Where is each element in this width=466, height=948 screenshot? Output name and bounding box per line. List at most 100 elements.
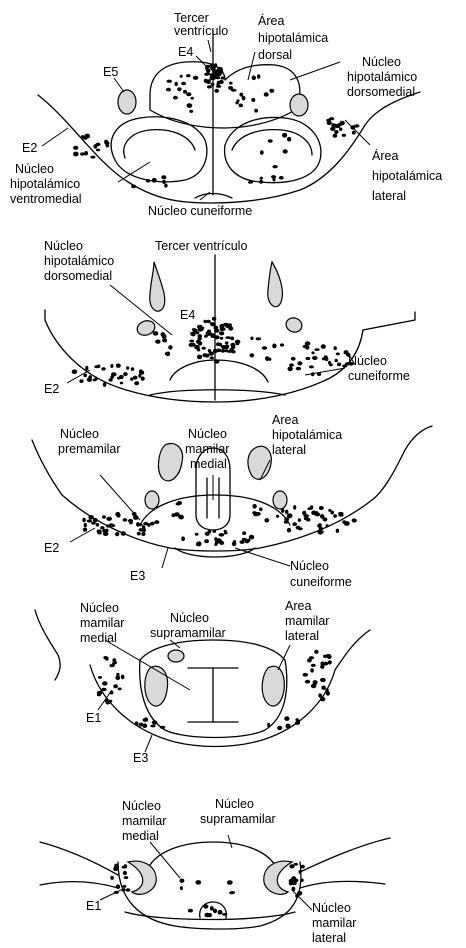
cell-dot: [211, 83, 215, 87]
cell-dot: [192, 328, 196, 331]
cell-dot: [129, 520, 133, 524]
cell-dot: [303, 673, 309, 677]
cell-dot: [218, 910, 223, 915]
cell-dot: [104, 140, 108, 144]
cell-dot: [203, 320, 207, 323]
cell-dot: [262, 346, 267, 350]
cell-dot: [116, 513, 120, 517]
cell-dot: [160, 726, 166, 729]
cell-dot: [189, 343, 193, 347]
cell-dot: [208, 913, 212, 917]
cell-dot: [90, 156, 95, 159]
p2-label-nucleo-cuneiforme: Núcleo cuneiforme: [348, 354, 410, 383]
cell-dot: [333, 134, 338, 138]
cell-dot: [133, 376, 138, 380]
cell-dot: [295, 721, 300, 725]
cell-dot: [306, 518, 310, 522]
cell-dot: [214, 335, 220, 339]
cell-dot: [222, 345, 226, 349]
cell-dot: [311, 684, 317, 688]
cell-dot: [116, 364, 121, 368]
p5-leader-supramamilar: [228, 835, 232, 848]
cell-dot: [94, 365, 100, 368]
cell-dot: [311, 351, 314, 354]
cell-dot: [106, 517, 112, 521]
cell-dot: [154, 520, 159, 524]
cell-dot: [354, 124, 360, 127]
cell-dot: [121, 889, 125, 892]
cell-dot: [138, 723, 143, 727]
p2-grey-left-tear: [150, 262, 165, 311]
cell-dot: [260, 150, 264, 155]
cell-dot: [268, 139, 273, 142]
cell-dot: [88, 515, 93, 520]
cell-dot: [305, 680, 310, 684]
cell-dot: [101, 688, 106, 692]
cell-dot: [290, 880, 295, 884]
cell-dot: [250, 337, 253, 341]
p1-e5-grey-left: [118, 90, 136, 114]
cell-dot: [229, 891, 234, 894]
p1-label-nucleo-dorsomedial: Núcleo hipotalámico dorsomedial: [347, 55, 421, 99]
cell-dot: [216, 85, 222, 88]
cell-dot: [297, 361, 302, 365]
cell-dot: [122, 866, 127, 869]
p2-grey-right-tear: [268, 262, 283, 307]
p3-leader-e2: [70, 528, 95, 542]
cell-dot: [242, 96, 246, 101]
cell-dot: [284, 716, 289, 721]
cell-dot: [229, 82, 233, 85]
p2-label-e2: E2: [44, 382, 59, 396]
cell-dot: [175, 82, 178, 86]
cell-dot: [213, 530, 217, 533]
cell-dot: [123, 372, 128, 376]
cell-dot: [305, 345, 309, 349]
cell-dot: [189, 340, 194, 343]
cell-dot: [150, 522, 154, 526]
p1-leader-e5: [114, 78, 124, 92]
cell-dot: [116, 884, 120, 889]
cell-dot: [342, 520, 346, 523]
cell-dot: [300, 879, 303, 882]
p5-label-nucleo-supramamilar: Núcleo supramamilar: [200, 797, 276, 826]
p1-label-area-hipotalamica-dorsal: Área hipotalámica dorsal: [258, 13, 332, 62]
p2-cell-dots: [72, 317, 354, 387]
cell-dot: [132, 512, 137, 516]
cell-dot: [338, 514, 343, 517]
p3-grey-right-small: [273, 491, 287, 509]
cell-dot: [260, 177, 263, 180]
cell-dot: [317, 372, 321, 376]
cell-dot: [110, 691, 114, 695]
p1-label-nucleo-ventromedial: Núcleo hipotalámico ventromedial: [10, 162, 84, 206]
cell-dot: [325, 688, 328, 691]
cell-dot: [206, 72, 210, 76]
cell-dot: [264, 518, 269, 522]
p3-label-e3: E3: [130, 569, 145, 583]
cell-dot: [321, 344, 326, 349]
cell-dot: [136, 522, 140, 527]
cell-dot: [131, 367, 135, 371]
cell-dot: [191, 97, 194, 100]
cell-dot: [289, 864, 294, 868]
panel-4: Núcleo mamilar medial Núcleo supramamila…: [35, 599, 370, 765]
cell-dot: [150, 725, 155, 728]
cell-dot: [214, 543, 217, 546]
cell-dot: [232, 542, 237, 547]
cell-dot: [333, 514, 337, 518]
cell-dot: [103, 382, 107, 387]
cell-dot: [80, 152, 85, 155]
cell-dot: [97, 529, 102, 533]
cell-dot: [123, 518, 128, 522]
p2-grey-right-small: [284, 316, 304, 335]
p4-grey-left: [145, 666, 168, 706]
cell-dot: [259, 507, 263, 511]
cell-dot: [189, 110, 193, 113]
p1-leader-e2: [42, 128, 68, 146]
cell-dot: [309, 365, 314, 368]
p4-label-e1: E1: [86, 711, 101, 725]
cell-dot: [204, 539, 209, 543]
cell-dot: [214, 63, 217, 67]
cell-dot: [204, 79, 208, 84]
cell-dot: [100, 526, 104, 529]
cell-dot: [114, 891, 119, 894]
